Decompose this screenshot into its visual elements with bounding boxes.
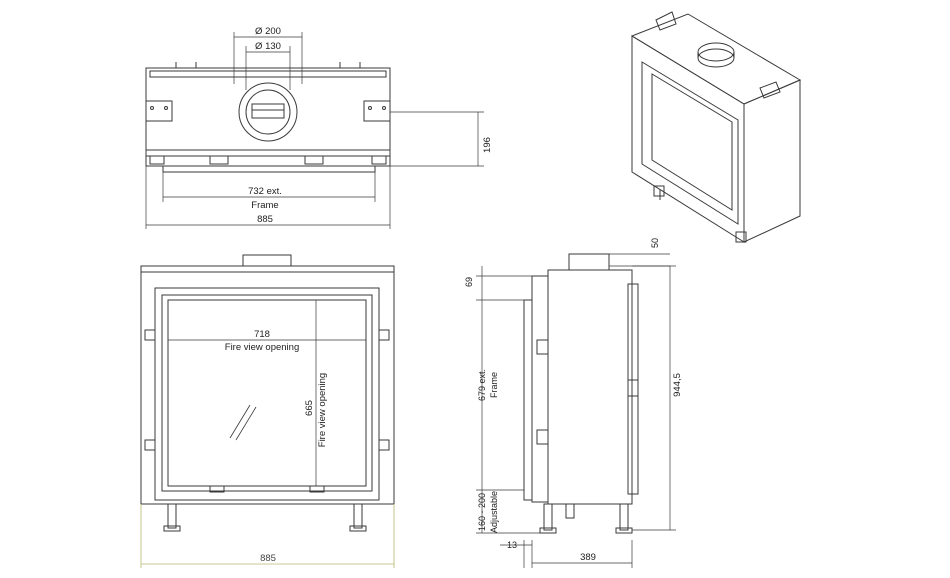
dim-diameter-200: Ø 200 bbox=[255, 26, 281, 37]
flue-inner-ring bbox=[245, 89, 291, 135]
iso-side bbox=[743, 79, 801, 243]
side-flue-stub bbox=[568, 253, 610, 271]
top-view bbox=[145, 32, 484, 229]
label-frame: Frame bbox=[251, 200, 278, 211]
flue-outer-ring bbox=[238, 82, 298, 142]
label-adjustable: Adjustable bbox=[489, 491, 499, 533]
side-view-body bbox=[547, 269, 633, 505]
dim-diameter-130: Ø 130 bbox=[255, 41, 281, 52]
left-bracket bbox=[145, 100, 173, 122]
front-view bbox=[140, 254, 395, 568]
dim-depth: 389 bbox=[580, 552, 596, 563]
side-frame bbox=[531, 275, 549, 503]
label-side-frame: Frame bbox=[489, 372, 499, 398]
dim-depth-offset: 13 bbox=[507, 540, 517, 550]
fire-view-glass bbox=[167, 299, 367, 487]
dim-opening-height: 665 bbox=[304, 400, 315, 416]
dim-legs-range: 160 - 200 bbox=[477, 493, 487, 531]
front-frame bbox=[154, 287, 380, 501]
dim-front-total-width: 885 bbox=[260, 553, 276, 564]
right-bracket bbox=[363, 100, 391, 122]
dim-top-height: 196 bbox=[482, 137, 493, 153]
dim-top-offset: 50 bbox=[650, 238, 660, 248]
isometric-view bbox=[630, 11, 802, 243]
dim-frame-height: 679 ext. bbox=[477, 369, 487, 401]
label-opening-height: Fire view opening bbox=[317, 373, 328, 447]
side-view bbox=[476, 253, 676, 568]
front-view-body bbox=[140, 265, 395, 505]
iso-opening bbox=[651, 73, 733, 211]
dim-frame-width: 732 ext. bbox=[248, 186, 282, 197]
dim-total-height: 944,5 bbox=[672, 373, 683, 397]
label-opening-width: Fire view opening bbox=[225, 342, 299, 353]
dim-opening-width: 718 bbox=[254, 329, 270, 340]
dim-frame-top: 69 bbox=[464, 277, 474, 287]
dim-top-total-width: 885 bbox=[257, 214, 273, 225]
iso-front bbox=[631, 35, 745, 243]
